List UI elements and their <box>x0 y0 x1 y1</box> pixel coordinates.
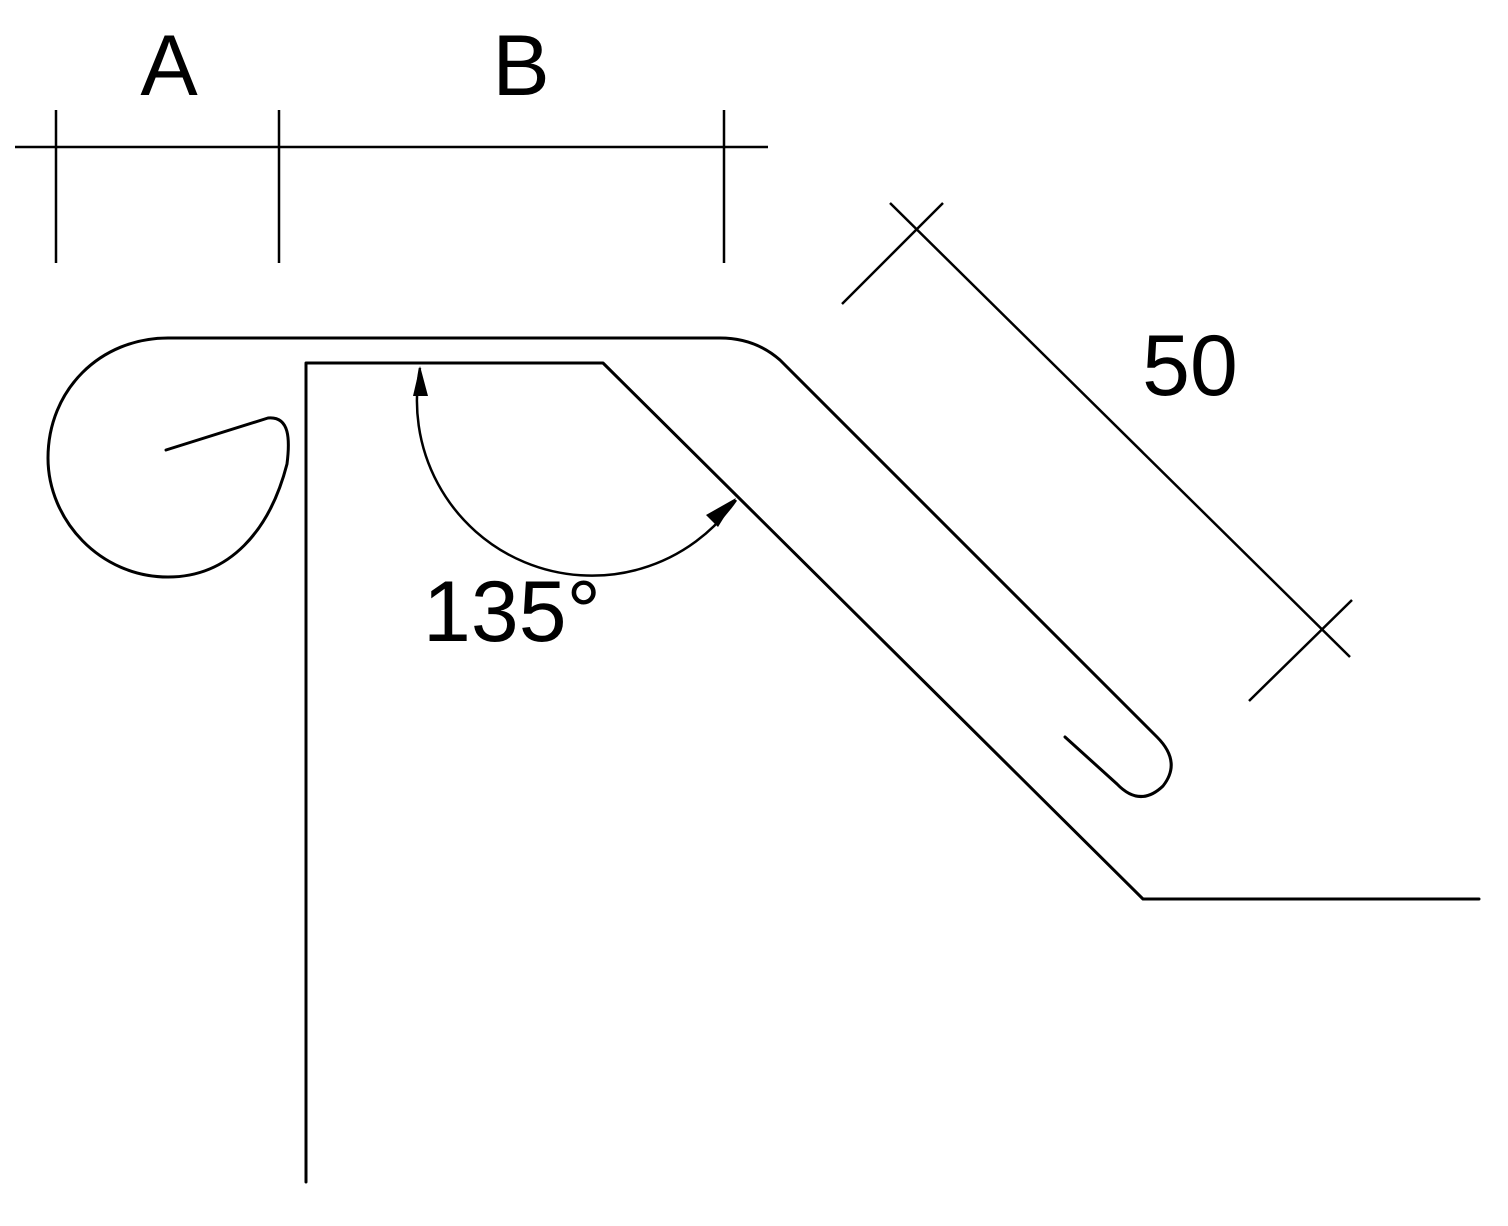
label-50: 50 <box>1142 318 1238 414</box>
tick-50-top <box>841 202 944 305</box>
label-b: B <box>492 18 549 114</box>
sheet-profile <box>46 336 1481 1184</box>
angle-arrowhead-end <box>706 498 736 527</box>
dimension-50: 50 <box>841 202 1353 702</box>
dimension-line-50 <box>889 202 1351 658</box>
angle-arc <box>415 367 738 577</box>
angle-dimension: 135° <box>413 366 738 660</box>
tick-50-bottom <box>1248 599 1353 702</box>
profile-outer-edge <box>46 336 1173 798</box>
profile-inner-edge <box>304 361 1481 1184</box>
dimension-ab: A B <box>15 18 768 263</box>
label-angle: 135° <box>423 564 601 660</box>
label-a: A <box>140 18 198 114</box>
angle-arrowhead-start <box>413 366 428 396</box>
